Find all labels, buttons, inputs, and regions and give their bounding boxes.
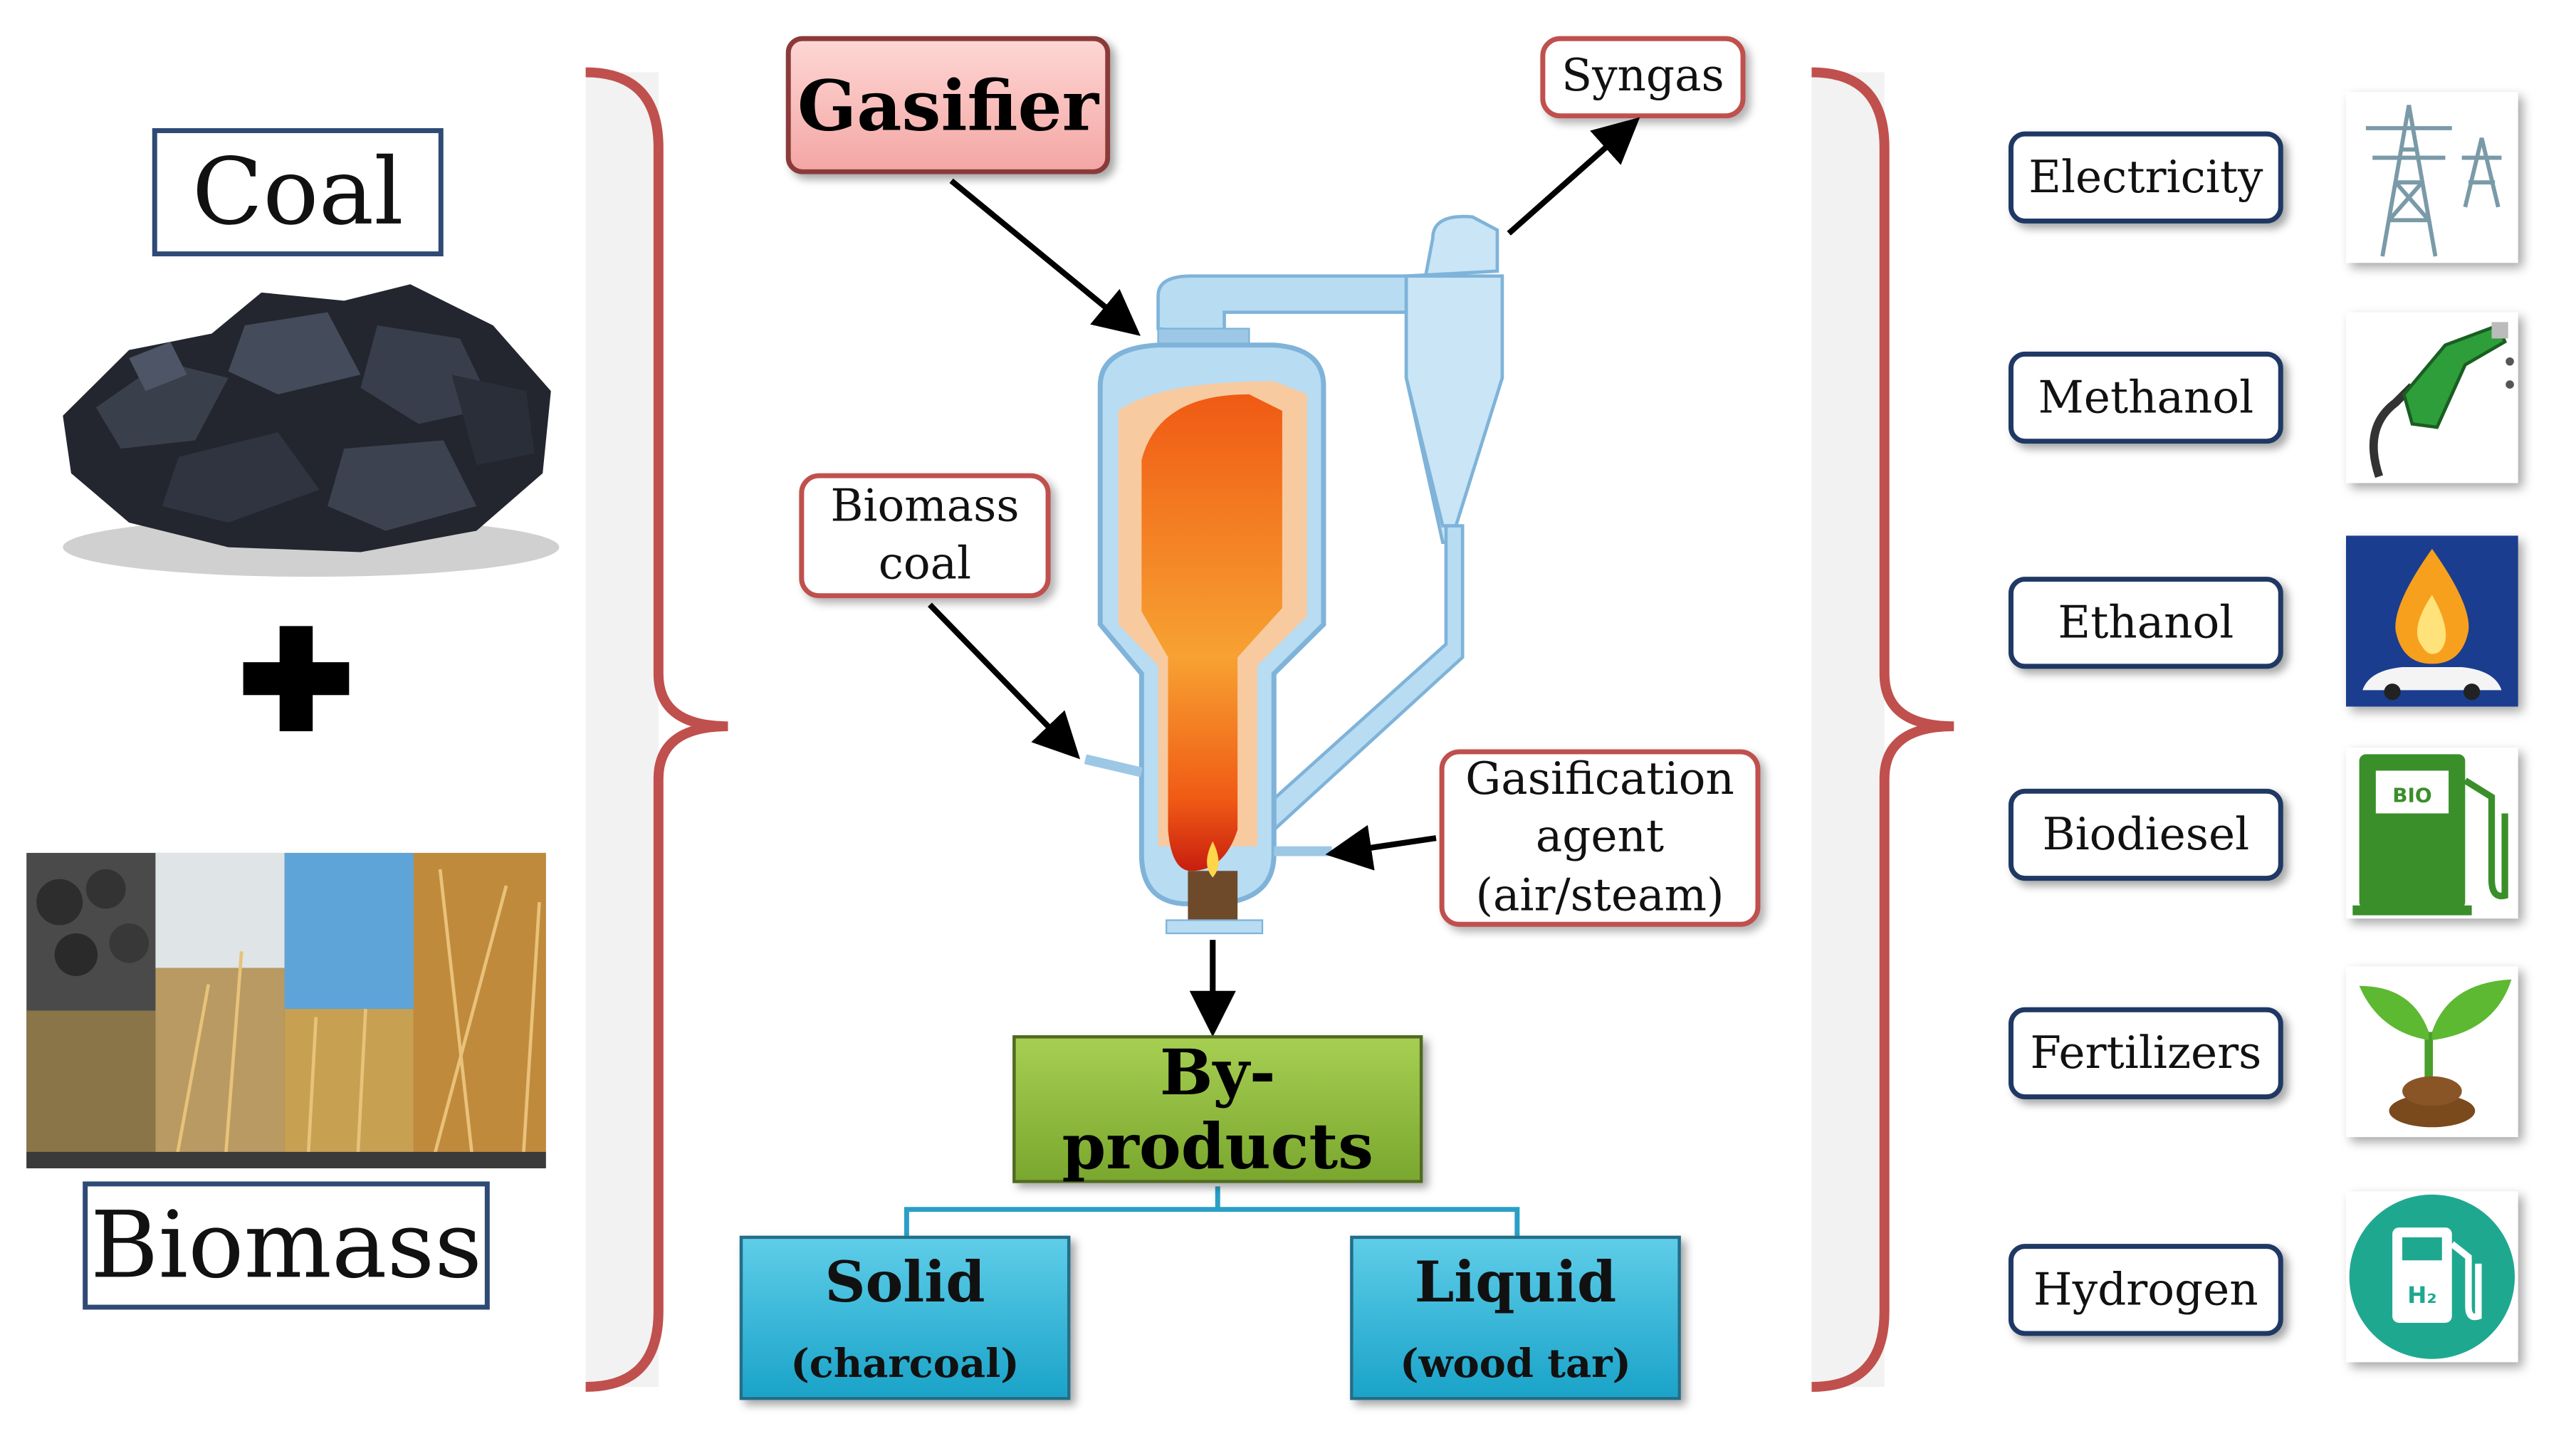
agent-line-1: Gasification bbox=[1465, 755, 1734, 806]
solid-byproduct: Solid (charcoal) bbox=[739, 1235, 1071, 1400]
biomass-coal-label: Biomass coal bbox=[799, 473, 1051, 599]
syngas-arrow bbox=[1507, 117, 1640, 236]
hydrogen-pump-icon: H₂ bbox=[2346, 1191, 2518, 1363]
coal-image bbox=[63, 284, 560, 577]
product-electricity: Electricity bbox=[2008, 131, 2283, 224]
agent-line-2: agent bbox=[1535, 812, 1665, 864]
feed-arrow bbox=[927, 602, 1081, 760]
biomass-label: Biomass bbox=[83, 1181, 490, 1310]
product-biodiesel: Biodiesel bbox=[2008, 788, 2283, 881]
gasifier-title: Gasifier bbox=[785, 36, 1111, 174]
gasification-agent-label: Gasification agent (air/steam) bbox=[1439, 749, 1761, 927]
byproducts-connector bbox=[904, 1186, 1520, 1236]
feed-line-2: coal bbox=[878, 539, 972, 590]
product-ethanol: Ethanol bbox=[2008, 577, 2283, 669]
liquid-byproduct: Liquid (wood tar) bbox=[1350, 1235, 1681, 1400]
product-fertilizers: Fertilizers bbox=[2008, 1007, 2283, 1100]
agent-arrow bbox=[1325, 824, 1437, 871]
agent-line-3: (air/steam) bbox=[1475, 870, 1724, 921]
plus-icon bbox=[243, 626, 350, 732]
feed-line-1: Biomass bbox=[830, 481, 1020, 533]
fuel-nozzle-icon bbox=[2346, 312, 2518, 483]
svg-text:BIO: BIO bbox=[2392, 783, 2431, 807]
syngas-label: Syngas bbox=[1540, 36, 1746, 119]
power-tower-icon bbox=[2346, 92, 2518, 263]
bio-pump-icon: BIO bbox=[2346, 748, 2518, 919]
byproducts-title: By-products bbox=[1012, 1035, 1423, 1183]
liquid-name: Liquid bbox=[1414, 1249, 1617, 1316]
solid-name: Solid bbox=[824, 1249, 985, 1316]
gasifier-arrow bbox=[949, 178, 1141, 336]
solid-detail: (charcoal) bbox=[790, 1338, 1020, 1386]
biomass-image bbox=[26, 852, 546, 1168]
coal-label: Coal bbox=[152, 128, 444, 257]
sprout-icon bbox=[2346, 966, 2518, 1138]
liquid-detail: (wood tar) bbox=[1400, 1338, 1631, 1386]
svg-text:H₂: H₂ bbox=[2407, 1282, 2436, 1309]
flame-car-icon bbox=[2346, 535, 2518, 707]
product-hydrogen: Hydrogen bbox=[2008, 1244, 2283, 1336]
product-methanol: Methanol bbox=[2008, 351, 2283, 444]
